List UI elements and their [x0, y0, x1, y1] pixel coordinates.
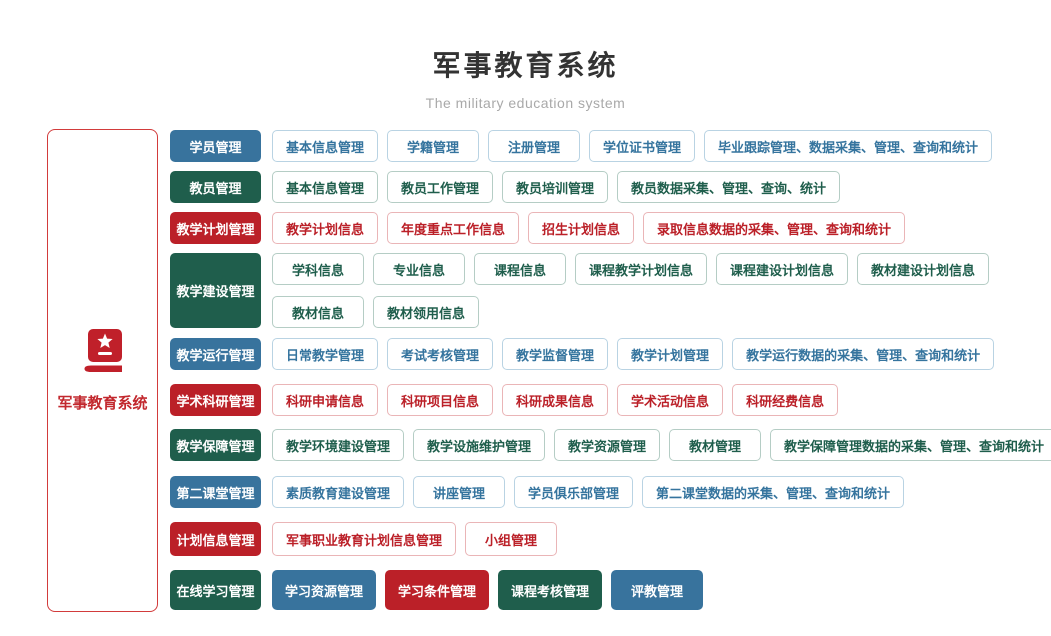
- sub-items-line: 科研申请信息科研项目信息科研成果信息学术活动信息科研经费信息: [272, 384, 839, 416]
- sub-item-button[interactable]: 科研成果信息: [502, 384, 609, 416]
- row-second-classroom-management: 第二课堂管理素质教育建设管理讲座管理学员俱乐部管理第二课堂数据的采集、管理、查询…: [170, 476, 1051, 508]
- sub-items: 教学计划信息年度重点工作信息招生计划信息录取信息数据的采集、管理、查询和统计: [272, 212, 906, 244]
- sub-item-button[interactable]: 教学监督管理: [502, 338, 609, 370]
- sub-item-button[interactable]: 毕业跟踪管理、数据采集、管理、查询和统计: [704, 130, 993, 162]
- sub-items: 日常教学管理考试考核管理教学监督管理教学计划管理教学运行数据的采集、管理、查询和…: [272, 338, 995, 370]
- sub-items-line: 素质教育建设管理讲座管理学员俱乐部管理第二课堂数据的采集、管理、查询和统计: [272, 476, 905, 508]
- sub-item-button[interactable]: 教材信息: [272, 296, 364, 328]
- sub-item-button[interactable]: 教员数据采集、管理、查询、统计: [617, 171, 841, 203]
- sub-item-button[interactable]: 教学环境建设管理: [272, 429, 405, 461]
- sub-item-button[interactable]: 基本信息管理: [272, 171, 379, 203]
- row-student-management: 学员管理基本信息管理学籍管理注册管理学位证书管理毕业跟踪管理、数据采集、管理、查…: [170, 130, 1051, 162]
- page-header: 军事教育系统 The military education system: [0, 44, 1051, 111]
- category-button-teaching-plan-management[interactable]: 教学计划管理: [170, 212, 261, 244]
- sub-item-button[interactable]: 教学计划管理: [617, 338, 724, 370]
- sub-item-button[interactable]: 学术活动信息: [617, 384, 724, 416]
- sub-items: 基本信息管理学籍管理注册管理学位证书管理毕业跟踪管理、数据采集、管理、查询和统计: [272, 130, 993, 162]
- sub-item-button[interactable]: 日常教学管理: [272, 338, 379, 370]
- row-plan-info-management: 计划信息管理军事职业教育计划信息管理小组管理: [170, 522, 1051, 556]
- category-button-online-learning-management[interactable]: 在线学习管理: [170, 570, 261, 610]
- sub-item-button[interactable]: 专业信息: [373, 253, 465, 285]
- sub-item-button[interactable]: 考试考核管理: [387, 338, 494, 370]
- category-button-academic-research-management[interactable]: 学术科研管理: [170, 384, 261, 416]
- book-star-icon: [82, 328, 124, 380]
- sub-item-button[interactable]: 学科信息: [272, 253, 364, 285]
- sub-item-button[interactable]: 学位证书管理: [589, 130, 696, 162]
- sub-item-button[interactable]: 教学资源管理: [554, 429, 661, 461]
- sub-items: 教学环境建设管理教学设施维护管理教学资源管理教材管理教学保障管理数据的采集、管理…: [272, 429, 1051, 461]
- sub-item-button[interactable]: 科研经费信息: [732, 384, 839, 416]
- row-teaching-support-management: 教学保障管理教学环境建设管理教学设施维护管理教学资源管理教材管理教学保障管理数据…: [170, 429, 1051, 461]
- category-button-teaching-operation-management[interactable]: 教学运行管理: [170, 338, 261, 370]
- category-button-faculty-management[interactable]: 教员管理: [170, 171, 261, 203]
- category-button-student-management[interactable]: 学员管理: [170, 130, 261, 162]
- sub-item-button[interactable]: 教学设施维护管理: [413, 429, 546, 461]
- sub-item-button[interactable]: 科研申请信息: [272, 384, 379, 416]
- sub-items: 基本信息管理教员工作管理教员培训管理教员数据采集、管理、查询、统计: [272, 171, 841, 203]
- sub-items-line: 教材信息教材领用信息: [272, 296, 989, 328]
- sub-items-line: 军事职业教育计划信息管理小组管理: [272, 522, 558, 556]
- rows: 学员管理基本信息管理学籍管理注册管理学位证书管理毕业跟踪管理、数据采集、管理、查…: [170, 130, 1051, 610]
- sub-items-line: 教学环境建设管理教学设施维护管理教学资源管理教材管理教学保障管理数据的采集、管理…: [272, 429, 1051, 461]
- sub-item-button[interactable]: 课程考核管理: [498, 570, 603, 610]
- sub-items: 学科信息专业信息课程信息课程教学计划信息课程建设计划信息教材建设计划信息教材信息…: [272, 253, 990, 328]
- sub-item-button[interactable]: 科研项目信息: [387, 384, 494, 416]
- sub-item-button[interactable]: 录取信息数据的采集、管理、查询和统计: [643, 212, 906, 244]
- sub-item-button[interactable]: 教材领用信息: [373, 296, 480, 328]
- sub-items-line: 学习资源管理学习条件管理课程考核管理评教管理: [272, 570, 704, 610]
- sub-item-button[interactable]: 教学运行数据的采集、管理、查询和统计: [732, 338, 995, 370]
- sub-item-button[interactable]: 课程建设计划信息: [716, 253, 849, 285]
- page-subtitle: The military education system: [425, 95, 626, 111]
- sub-items: 学习资源管理学习条件管理课程考核管理评教管理: [272, 570, 704, 610]
- sub-item-button[interactable]: 军事职业教育计划信息管理: [272, 522, 457, 556]
- sub-items-line: 基本信息管理教员工作管理教员培训管理教员数据采集、管理、查询、统计: [272, 171, 841, 203]
- sub-item-button[interactable]: 学习资源管理: [272, 570, 377, 610]
- row-teaching-plan-management: 教学计划管理教学计划信息年度重点工作信息招生计划信息录取信息数据的采集、管理、查…: [170, 212, 1051, 244]
- sub-items-line: 基本信息管理学籍管理注册管理学位证书管理毕业跟踪管理、数据采集、管理、查询和统计: [272, 130, 993, 162]
- sub-item-button[interactable]: 课程信息: [474, 253, 566, 285]
- sub-item-button[interactable]: 评教管理: [611, 570, 704, 610]
- sub-item-button[interactable]: 学习条件管理: [385, 570, 490, 610]
- category-button-plan-info-management[interactable]: 计划信息管理: [170, 522, 261, 556]
- sub-items-line: 学科信息专业信息课程信息课程教学计划信息课程建设计划信息教材建设计划信息: [272, 253, 990, 285]
- sub-item-button[interactable]: 招生计划信息: [528, 212, 635, 244]
- category-button-teaching-construction-management[interactable]: 教学建设管理: [170, 253, 261, 328]
- sub-item-button[interactable]: 小组管理: [465, 522, 558, 556]
- sub-item-button[interactable]: 教学计划信息: [272, 212, 379, 244]
- sub-item-button[interactable]: 学员俱乐部管理: [514, 476, 634, 508]
- sub-item-button[interactable]: 教员培训管理: [502, 171, 609, 203]
- category-button-teaching-support-management[interactable]: 教学保障管理: [170, 429, 261, 461]
- sub-items: 科研申请信息科研项目信息科研成果信息学术活动信息科研经费信息: [272, 384, 839, 416]
- row-academic-research-management: 学术科研管理科研申请信息科研项目信息科研成果信息学术活动信息科研经费信息: [170, 384, 1051, 416]
- root-node: 军事教育系统: [47, 129, 158, 612]
- row-online-learning-management: 在线学习管理学习资源管理学习条件管理课程考核管理评教管理: [170, 570, 1051, 610]
- sub-items: 军事职业教育计划信息管理小组管理: [272, 522, 558, 556]
- sub-item-button[interactable]: 第二课堂数据的采集、管理、查询和统计: [642, 476, 905, 508]
- root-node-label: 军事教育系统: [57, 394, 148, 412]
- sub-item-button[interactable]: 学籍管理: [387, 130, 480, 162]
- sub-item-button[interactable]: 教员工作管理: [387, 171, 494, 203]
- sub-item-button[interactable]: 年度重点工作信息: [387, 212, 520, 244]
- row-faculty-management: 教员管理基本信息管理教员工作管理教员培训管理教员数据采集、管理、查询、统计: [170, 171, 1051, 203]
- sub-item-button[interactable]: 素质教育建设管理: [272, 476, 405, 508]
- row-teaching-construction-management: 教学建设管理学科信息专业信息课程信息课程教学计划信息课程建设计划信息教材建设计划…: [170, 253, 1051, 328]
- sub-item-button[interactable]: 讲座管理: [413, 476, 506, 508]
- sub-item-button[interactable]: 教材管理: [669, 429, 762, 461]
- sub-item-button[interactable]: 教材建设计划信息: [857, 253, 990, 285]
- category-button-second-classroom-management[interactable]: 第二课堂管理: [170, 476, 261, 508]
- sub-items-line: 日常教学管理考试考核管理教学监督管理教学计划管理教学运行数据的采集、管理、查询和…: [272, 338, 995, 370]
- sub-items: 素质教育建设管理讲座管理学员俱乐部管理第二课堂数据的采集、管理、查询和统计: [272, 476, 905, 508]
- page-title: 军事教育系统: [432, 50, 619, 81]
- sub-item-button[interactable]: 基本信息管理: [272, 130, 379, 162]
- sub-item-button[interactable]: 注册管理: [488, 130, 581, 162]
- sub-item-button[interactable]: 教学保障管理数据的采集、管理、查询和统计: [770, 429, 1051, 461]
- row-teaching-operation-management: 教学运行管理日常教学管理考试考核管理教学监督管理教学计划管理教学运行数据的采集、…: [170, 338, 1051, 370]
- sub-item-button[interactable]: 课程教学计划信息: [575, 253, 708, 285]
- sub-items-line: 教学计划信息年度重点工作信息招生计划信息录取信息数据的采集、管理、查询和统计: [272, 212, 906, 244]
